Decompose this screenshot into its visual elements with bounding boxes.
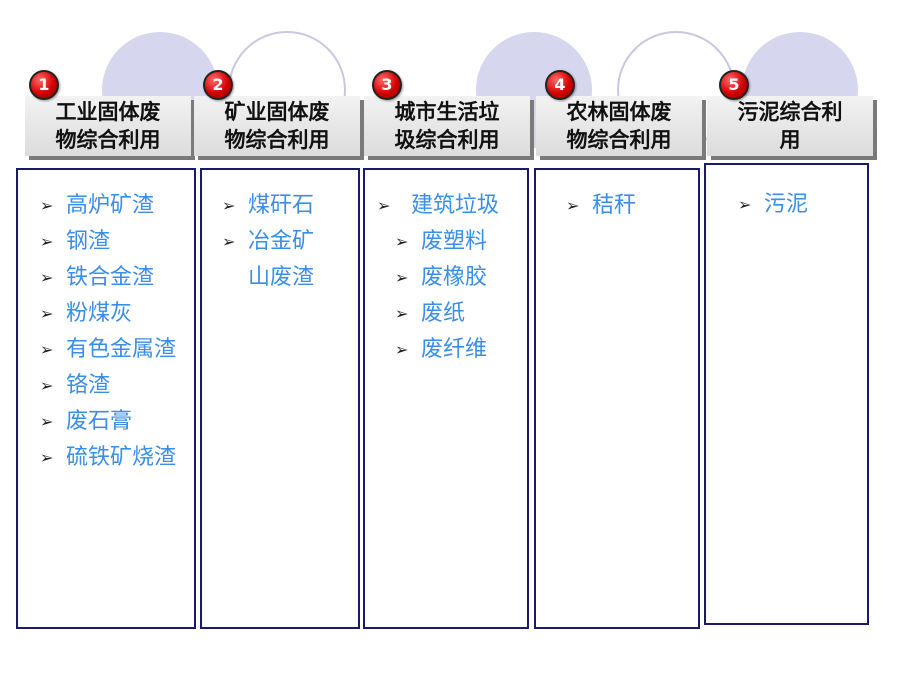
column-title: 农林固体废 物综合利用 <box>566 100 672 152</box>
list-item: ➢废橡胶 <box>377 260 527 296</box>
list-item: ➢铬渣 <box>40 368 194 404</box>
list-item: ➢废塑料 <box>377 224 527 260</box>
arrow-bullet-icon: ➢ <box>395 268 409 287</box>
column-header-1: 工业固体废 物综合利用 <box>25 96 191 156</box>
column-header-4: 农林固体废 物综合利用 <box>536 96 702 156</box>
list-item: ➢粉煤灰 <box>40 296 194 332</box>
list-item: ➢铁合金渣 <box>40 260 194 296</box>
column-title: 污泥综合利 用 <box>737 100 843 152</box>
column-panel-3: ➢建筑垃圾 ➢废塑料 ➢废橡胶 ➢废纸 ➢废纤维 <box>363 168 529 629</box>
list-item: ➢煤矸石 <box>222 188 358 224</box>
column-title: 矿业固体废 物综合利用 <box>224 100 330 152</box>
arrow-bullet-icon: ➢ <box>40 232 54 251</box>
column-panel-2: ➢煤矸石 ➢冶金矿山废渣 <box>200 168 360 629</box>
list-item: ➢高炉矿渣 <box>40 188 194 224</box>
list-item: ➢秸秆 <box>566 188 698 224</box>
list-item: ➢废纤维 <box>377 332 527 368</box>
column-header-2: 矿业固体废 物综合利用 <box>194 96 360 156</box>
list-item: ➢建筑垃圾 <box>377 188 527 224</box>
number-badge-1: 1 <box>29 70 59 100</box>
number-badge-4: 4 <box>545 70 575 100</box>
arrow-bullet-icon: ➢ <box>40 412 54 431</box>
arrow-bullet-icon: ➢ <box>40 304 54 323</box>
arrow-bullet-icon: ➢ <box>40 196 54 215</box>
column-panel-5: ➢污泥 <box>704 163 869 625</box>
arrow-bullet-icon: ➢ <box>40 376 54 395</box>
arrow-bullet-icon: ➢ <box>40 448 54 467</box>
list-item: ➢废石膏 <box>40 404 194 440</box>
column-header-5: 污泥综合利 用 <box>707 96 873 156</box>
arrow-bullet-icon: ➢ <box>222 196 236 215</box>
arrow-bullet-icon: ➢ <box>395 304 409 323</box>
arrow-bullet-icon: ➢ <box>738 195 752 214</box>
arrow-bullet-icon: ➢ <box>395 340 409 359</box>
number-badge-5: 5 <box>719 70 749 100</box>
number-badge-3: 3 <box>372 70 402 100</box>
list-item: ➢有色金属渣 <box>40 332 194 368</box>
list-item: ➢硫铁矿烧渣 <box>40 440 194 476</box>
column-panel-4: ➢秸秆 <box>534 168 700 629</box>
arrow-bullet-icon: ➢ <box>377 196 391 215</box>
list-item: ➢钢渣 <box>40 224 194 260</box>
list-item: ➢废纸 <box>377 296 527 332</box>
arrow-bullet-icon: ➢ <box>222 232 236 251</box>
arrow-bullet-icon: ➢ <box>40 340 54 359</box>
column-title: 工业固体废 物综合利用 <box>55 100 161 152</box>
number-badge-2: 2 <box>203 70 233 100</box>
list-item: ➢污泥 <box>738 187 867 223</box>
column-panel-1: ➢高炉矿渣 ➢钢渣 ➢铁合金渣 ➢粉煤灰 ➢有色金属渣 ➢铬渣 ➢废石膏 ➢硫铁… <box>16 168 196 629</box>
arrow-bullet-icon: ➢ <box>566 196 580 215</box>
column-header-3: 城市生活垃 圾综合利用 <box>364 96 530 156</box>
list-item: ➢冶金矿山废渣 <box>222 224 332 296</box>
column-title: 城市生活垃 圾综合利用 <box>394 100 500 152</box>
arrow-bullet-icon: ➢ <box>395 232 409 251</box>
arrow-bullet-icon: ➢ <box>40 268 54 287</box>
